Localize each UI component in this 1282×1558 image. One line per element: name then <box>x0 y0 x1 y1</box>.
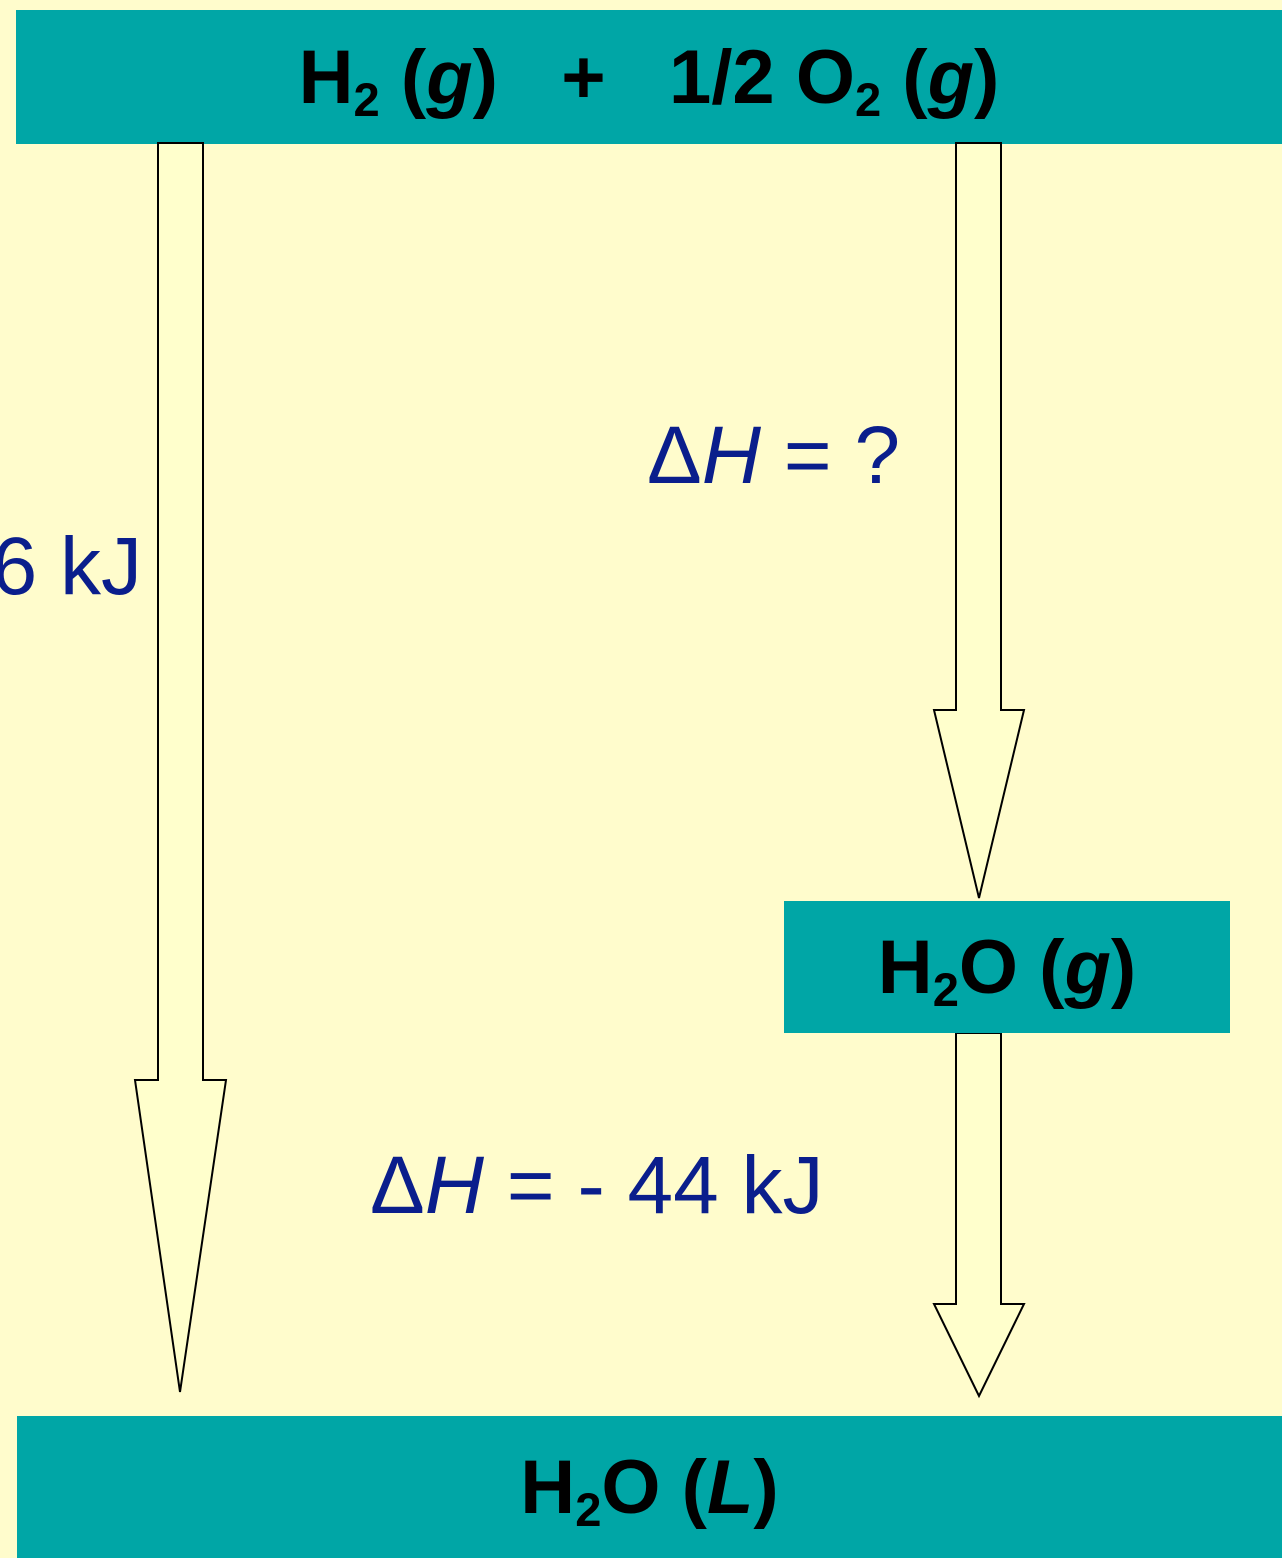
arrow-reactants-to-liquid <box>133 142 228 1393</box>
arrow-gas-to-liquid <box>932 1032 1026 1399</box>
enthalpy-variable: H <box>701 410 761 501</box>
delta-h-unknown-value: = ? <box>761 410 901 501</box>
reactant-h-state: g <box>426 34 473 120</box>
vapor-o-symbol: O <box>958 924 1019 1010</box>
reactant-o-symbol: O <box>795 34 855 120</box>
reactant-o-subscript: 2 <box>854 72 882 126</box>
reactant-o-state: g <box>927 34 975 120</box>
reactants-formula: H2 (g) + 1/2 O2 (g) <box>298 34 1000 123</box>
vapor-state: g <box>1064 924 1111 1010</box>
reactant-h-paren-open: ( <box>400 34 427 120</box>
reactant-o-coefficient: 1/2 <box>669 34 775 120</box>
delta-h-condensation-label: ΔH = - 44 kJ <box>370 1145 824 1227</box>
reactants-plus: + <box>561 34 606 120</box>
delta-h-formation-label-partial: 6 kJ <box>0 526 142 608</box>
arrow-reactants-to-gas <box>932 142 1026 899</box>
liquid-h-symbol: H <box>520 1444 576 1530</box>
delta-h-condensation-value: = - 44 kJ <box>484 1140 824 1231</box>
reactant-h-paren-close: ) <box>472 34 498 120</box>
liquid-paren-open: ( <box>681 1444 707 1530</box>
level-water-vapor: H2O (g) <box>784 901 1230 1033</box>
delta-symbol: Δ <box>370 1140 425 1231</box>
liquid-paren-close: ) <box>753 1444 779 1530</box>
vapor-paren-open: ( <box>1039 924 1065 1010</box>
reactant-h-subscript: 2 <box>353 72 380 126</box>
water-vapor-formula: H2O (g) <box>877 924 1137 1013</box>
enthalpy-variable: H <box>424 1140 484 1231</box>
liquid-state: L <box>706 1444 754 1530</box>
vapor-h-symbol: H <box>877 924 933 1010</box>
delta-symbol: Δ <box>647 410 702 501</box>
reactant-h-symbol: H <box>298 34 354 120</box>
reactant-o-paren-open: ( <box>902 34 928 120</box>
delta-h-unknown-label: ΔH = ? <box>647 415 900 497</box>
reactant-o-paren-close: ) <box>974 34 1000 120</box>
level-liquid-water: H2O (L) <box>17 1416 1282 1558</box>
level-reactants: H2 (g) + 1/2 O2 (g) <box>16 10 1282 144</box>
liquid-h-subscript: 2 <box>575 1482 602 1536</box>
liquid-o-symbol: O <box>601 1444 661 1530</box>
delta-h-formation-value-partial: 6 kJ <box>0 521 142 612</box>
vapor-paren-close: ) <box>1110 924 1137 1010</box>
liquid-water-formula: H2O (L) <box>520 1444 779 1533</box>
vapor-h-subscript: 2 <box>932 962 959 1016</box>
